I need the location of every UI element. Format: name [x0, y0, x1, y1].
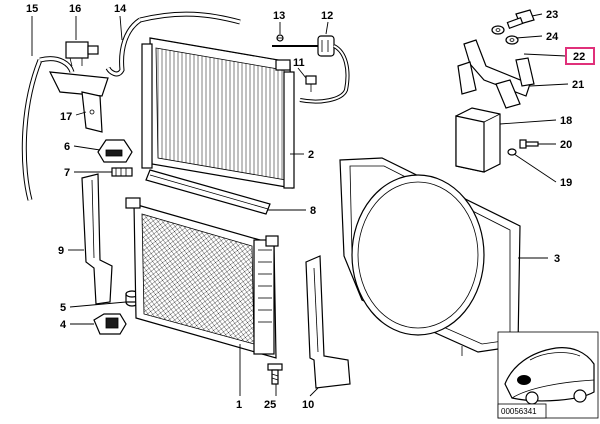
screw-part-20	[519, 139, 539, 149]
callout-21: 21	[572, 79, 584, 91]
car-location-inset: 00056341	[497, 331, 599, 419]
clip-part-7	[111, 167, 133, 177]
callout-6: 6	[64, 141, 70, 153]
callout-24: 24	[546, 31, 559, 43]
callout-23: 23	[546, 9, 558, 21]
callout-8: 8	[310, 205, 316, 217]
diagram-id-label: 00056341	[501, 407, 537, 416]
bracket-part-21	[457, 39, 535, 109]
drier-part-12	[272, 35, 350, 104]
callout-22[interactable]: 22	[573, 51, 585, 63]
callout-9: 9	[58, 245, 64, 257]
callout-labels: 15 16 14 13 12 11 17 6 7 9 5 4 2 8 3 1 2…	[26, 3, 595, 411]
callout-1: 1	[236, 399, 242, 411]
hose-part-15	[21, 56, 75, 201]
callout-14: 14	[114, 3, 127, 15]
condenser-part-2	[141, 37, 295, 189]
callout-4: 4	[60, 319, 67, 331]
callout-20: 20	[560, 139, 572, 151]
rubber-mount-part-4	[93, 313, 127, 335]
connector-part-16	[65, 41, 99, 67]
callout-18: 18	[560, 115, 572, 127]
bolt-part-13	[276, 34, 284, 42]
bolt-part-23	[506, 9, 535, 29]
seal-strip-part-8	[145, 169, 271, 215]
callout-2: 2	[308, 149, 314, 161]
washer-part-19	[507, 148, 517, 156]
leader-lines	[31, 13, 569, 397]
callout-10: 10	[302, 399, 314, 411]
radiator-part-1	[125, 197, 279, 359]
callout-13: 13	[273, 10, 285, 22]
mount-part-6	[97, 139, 133, 163]
control-unit-part-18	[455, 107, 501, 173]
callout-15: 15	[26, 3, 38, 15]
baffle-part-9	[81, 173, 113, 305]
callout-25: 25	[264, 399, 276, 411]
callout-16: 16	[69, 3, 81, 15]
callout-12: 12	[321, 10, 333, 22]
callout-17: 17	[60, 111, 72, 123]
fitting-part-11	[305, 75, 317, 92]
callout-5: 5	[60, 302, 66, 314]
callout-7: 7	[64, 167, 70, 179]
fan-shroud-part-3	[339, 157, 521, 356]
callout-3: 3	[554, 253, 560, 265]
callout-11: 11	[293, 57, 305, 69]
callout-19: 19	[560, 177, 572, 189]
bracket-part-17	[48, 71, 109, 133]
screw-part-25	[267, 363, 283, 385]
baffle-part-10	[305, 255, 351, 389]
highlight-box	[565, 47, 595, 65]
hose-part-14	[105, 11, 241, 77]
washer-part-24	[491, 25, 519, 45]
